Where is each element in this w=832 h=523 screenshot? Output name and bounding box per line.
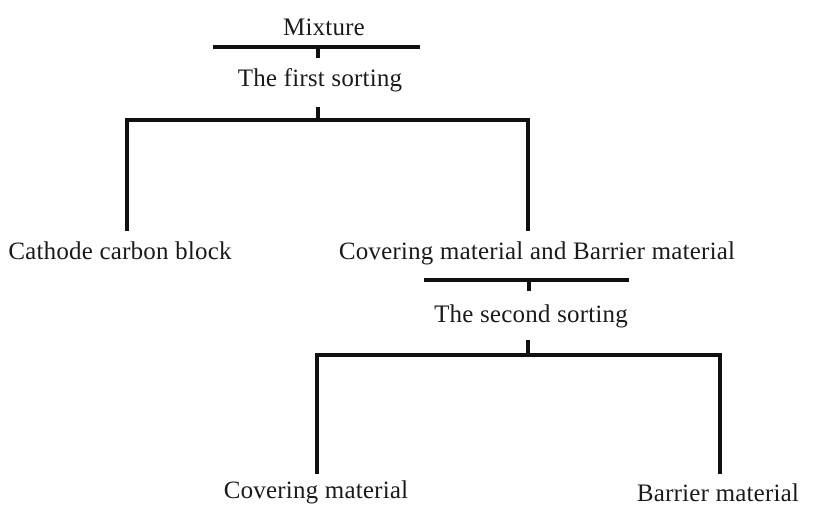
node-covering-material: Covering material [223,477,409,504]
covering-and-barrier-underline [424,278,629,282]
second-branch-right-drop-line [718,353,722,474]
second-branch-left-drop-line [315,353,319,474]
node-cathode-carbon-block: Cathode carbon block [8,238,232,265]
covering-and-barrier-tick-down [527,278,531,291]
node-covering-and-barrier: Covering material and Barrier material [338,238,736,265]
mixture-tick-down [316,45,320,58]
node-barrier-material: Barrier material [636,480,800,507]
second-sorting-stub-down [526,340,530,357]
node-second-sorting: The second sorting [434,301,628,328]
first-branch-right-drop-line [526,118,530,231]
first-branch-left-drop-line [125,118,129,231]
first-branch-horizontal-line [125,118,530,122]
second-branch-horizontal-line [315,353,722,357]
node-mixture: Mixture [283,14,365,41]
node-first-sorting: The first sorting [237,65,403,92]
first-sorting-stub-down [316,107,320,122]
